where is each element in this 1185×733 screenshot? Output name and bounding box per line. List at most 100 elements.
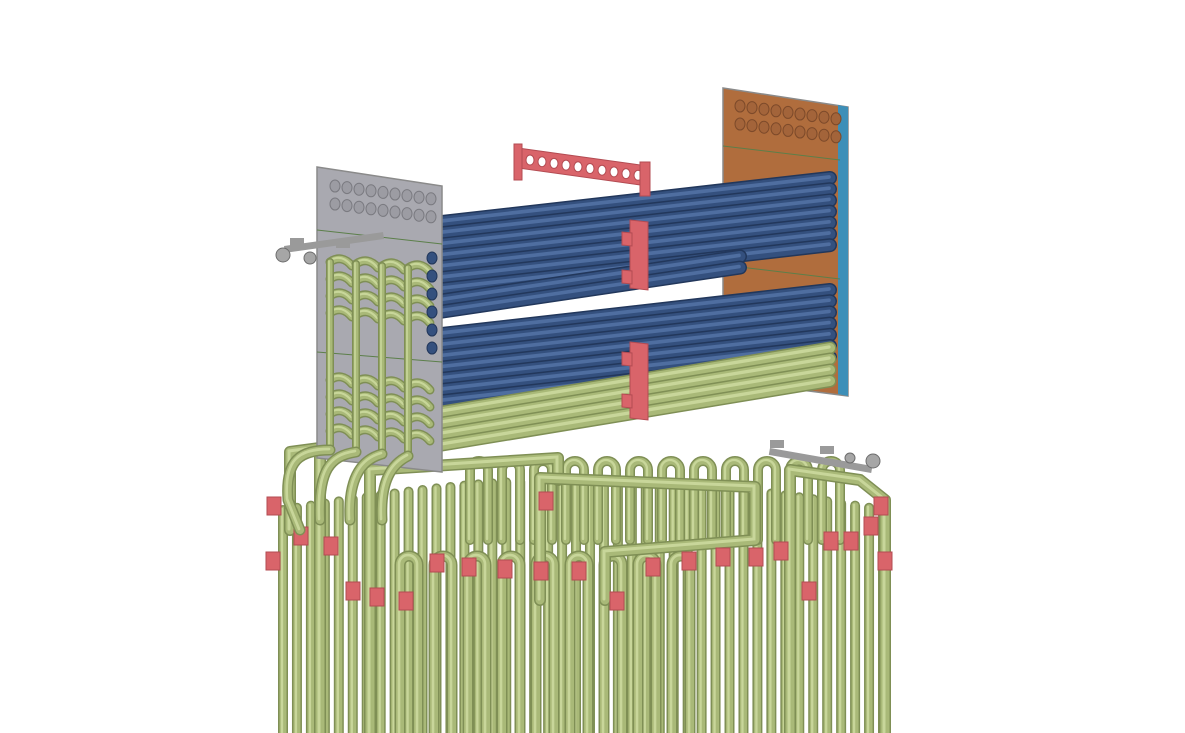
transfer-pipe — [344, 448, 388, 526]
coil-clamp — [873, 496, 889, 516]
tube-end — [426, 287, 438, 301]
sheet-hole — [401, 189, 413, 203]
sheet-hole — [377, 185, 389, 199]
sheet-hole — [818, 110, 830, 124]
blue-tube — [435, 283, 837, 341]
coil-clamp — [538, 491, 554, 511]
coil-leg — [333, 496, 344, 733]
lug-hole — [549, 157, 559, 169]
lifting-lug-bar — [513, 143, 651, 197]
coil-clamp — [801, 581, 817, 601]
coil-clamp — [863, 516, 879, 536]
coil-clamp — [715, 547, 731, 567]
sheet-hole — [746, 101, 758, 115]
coil-leg — [278, 505, 288, 733]
coil-clamp — [429, 553, 445, 573]
tube-support-plates — [621, 219, 649, 421]
bend-riser — [404, 264, 412, 460]
sheet-hole — [413, 190, 425, 204]
sheet-hole — [758, 120, 770, 134]
coil-leg — [305, 500, 316, 733]
sheet-hole — [806, 127, 818, 141]
hairpin-back — [753, 456, 781, 545]
sheet-hole — [758, 102, 770, 116]
coil-clamp — [645, 557, 661, 577]
sheet-hole — [782, 123, 794, 137]
sheet-hole — [341, 199, 353, 213]
coil-leg — [696, 480, 707, 733]
tube-end — [426, 251, 438, 265]
lug-hole — [537, 156, 547, 168]
sheet-hole — [389, 187, 401, 201]
lug-hole — [621, 168, 631, 180]
coil-clamp — [843, 531, 859, 551]
coil-leg — [347, 494, 358, 733]
vertical-coil-bank — [265, 442, 893, 733]
lug-hole — [573, 161, 583, 173]
return-bends — [282, 251, 438, 536]
coil-clamp — [266, 496, 282, 516]
transfer-pipe — [376, 450, 414, 526]
hairpin-front — [394, 550, 424, 733]
coil-leg — [389, 488, 400, 733]
sheet-hole — [425, 210, 437, 224]
coil-leg — [403, 486, 414, 733]
sheet-hole — [329, 197, 341, 211]
sheet-hole — [746, 119, 758, 133]
coil-clamp — [265, 551, 281, 571]
hairpin-front — [564, 550, 594, 733]
blue-tube — [435, 249, 747, 308]
coil-clamp — [345, 581, 361, 601]
coil-loop — [784, 464, 891, 733]
blue-tube — [435, 171, 837, 229]
sheet-hole — [353, 200, 365, 214]
tube-end — [426, 305, 438, 319]
sheet-hole — [413, 208, 425, 222]
bend-riser — [352, 260, 360, 456]
sheet-hole — [365, 202, 377, 216]
coil-clamp — [533, 561, 549, 581]
hairpin-back — [561, 456, 589, 545]
sheet-hole — [830, 130, 842, 144]
coil-clamp — [369, 587, 385, 607]
sheet-hole — [401, 207, 413, 221]
coil-clamp — [461, 557, 477, 577]
sheet-hole — [770, 122, 782, 136]
coil-leg — [864, 502, 875, 733]
hairpin-back — [721, 456, 749, 545]
coil-clamp — [877, 551, 893, 571]
coil-clamp — [748, 547, 764, 567]
sheet-hole — [830, 112, 842, 126]
sheet-hole — [425, 192, 437, 206]
transfer-pipe — [314, 446, 362, 526]
blue-tube — [435, 260, 747, 319]
coil-clamp — [609, 591, 625, 611]
sheet-hole — [782, 105, 794, 119]
sheet-hole — [353, 182, 365, 196]
sheet-hole — [341, 181, 353, 195]
coil-clamp — [571, 561, 587, 581]
coil-clamp — [398, 591, 414, 611]
coil-clamp — [773, 541, 789, 561]
lug-hole — [525, 154, 535, 166]
hairpin-back — [689, 456, 717, 545]
sheet-hole — [389, 205, 401, 219]
sheet-hole — [818, 128, 830, 142]
tube-sheet-holes — [329, 179, 437, 224]
sheet-hole — [329, 179, 341, 193]
hairpin-back — [625, 456, 653, 545]
sheet-hole — [794, 107, 806, 121]
sheet-hole — [365, 184, 377, 198]
tube-end — [426, 323, 438, 337]
tube-end — [426, 341, 438, 355]
coil-leg — [473, 479, 484, 733]
coil-clamp — [497, 559, 513, 579]
hairpin-back — [657, 456, 685, 545]
coil-clamp — [681, 551, 697, 571]
blue-tube — [435, 294, 837, 353]
tube-sheet-holes — [734, 99, 842, 144]
lug-hole — [597, 164, 607, 176]
tube-end — [426, 269, 438, 283]
horizontal-tube-bundle — [275, 87, 849, 536]
